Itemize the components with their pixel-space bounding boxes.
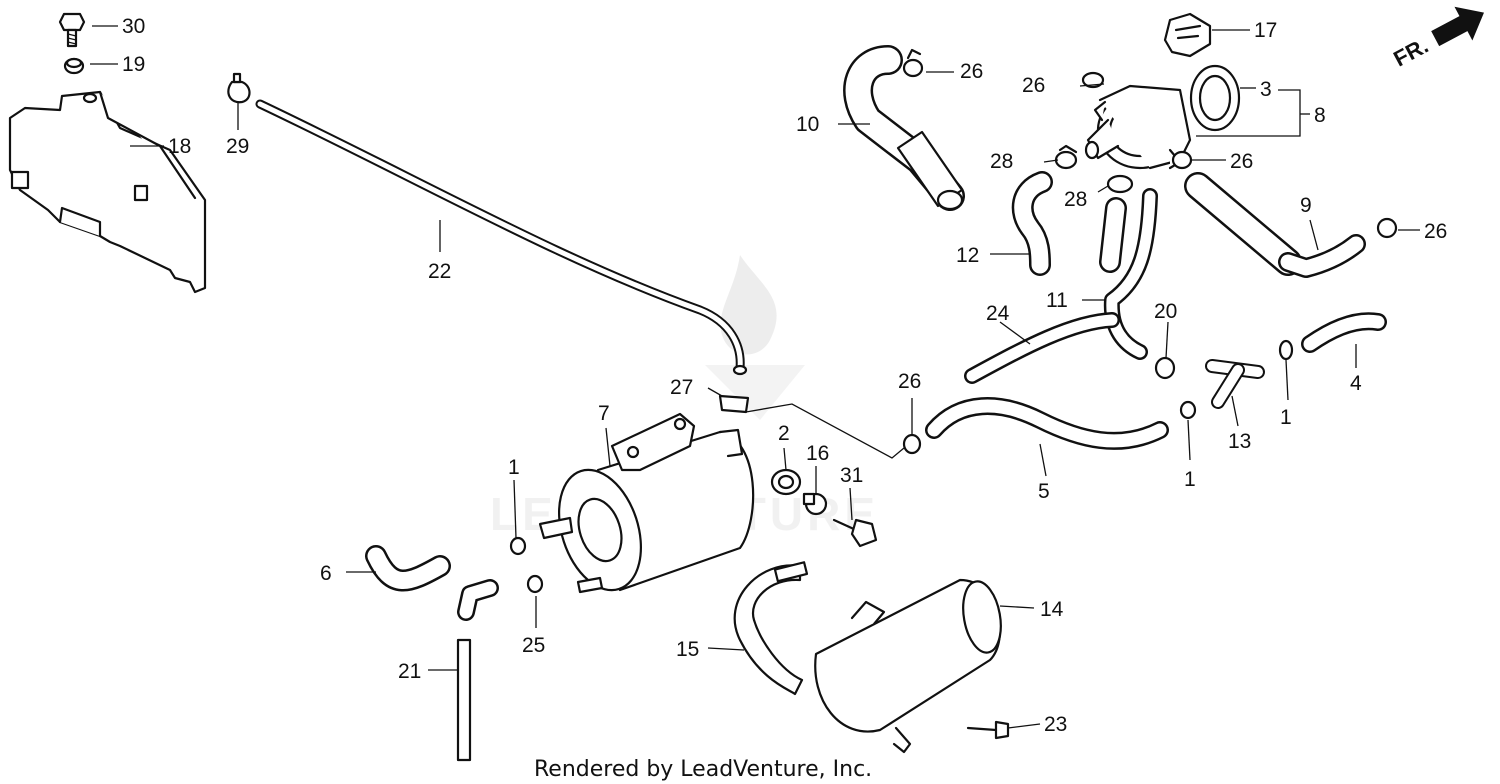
part-13-tee-fitting	[1205, 359, 1265, 409]
callout-26-c: 26	[1230, 150, 1253, 173]
part-10-hose	[843, 45, 965, 211]
part-14-muffler	[814, 578, 1002, 754]
part-7-canister	[538, 412, 755, 594]
part-1-clamp-b	[1179, 400, 1197, 420]
part-11-hose	[1099, 188, 1158, 360]
part-28-clamp-a	[1054, 144, 1078, 170]
part-28-clamp-b	[1106, 174, 1134, 194]
callout-23: 23	[1044, 713, 1067, 736]
callout-5: 5	[1038, 480, 1050, 503]
part-29-clamp	[227, 72, 251, 104]
part-4-hose	[1301, 312, 1387, 353]
part-2-grommet	[770, 468, 802, 496]
callout-1-b: 1	[1184, 468, 1196, 491]
part-26-clamp-e	[902, 433, 922, 455]
part-26-clamp-c	[1171, 150, 1193, 170]
callout-31: 31	[840, 464, 863, 487]
callout-6: 6	[320, 562, 332, 585]
part-26-clamp-b	[1081, 71, 1105, 89]
callout-8: 8	[1314, 104, 1326, 127]
part-1-clamp-c	[509, 536, 527, 556]
callout-11: 11	[1046, 289, 1068, 312]
front-direction-label: FR.	[1389, 33, 1432, 72]
callout-14: 14	[1040, 598, 1064, 621]
callout-26-e: 26	[898, 370, 921, 393]
callout-19: 19	[122, 53, 145, 76]
part-12-hose	[1011, 171, 1053, 276]
callout-26-d: 26	[1424, 220, 1447, 243]
part-1-clamp-a	[1278, 339, 1294, 361]
callout-27: 27	[670, 376, 693, 399]
callout-7: 7	[598, 402, 610, 425]
part-18-cover-bracket	[8, 90, 207, 294]
callout-10: 10	[796, 113, 819, 136]
part-20-clamp	[1154, 356, 1176, 380]
callout-15: 15	[676, 638, 699, 661]
leader-lines	[90, 25, 1420, 729]
callout-29: 29	[226, 135, 249, 158]
part-9-hose	[1184, 172, 1366, 278]
part-24-hose	[964, 312, 1120, 384]
part-15-strap	[733, 561, 809, 696]
front-direction-arrow: FR.	[1389, 6, 1484, 72]
callout-16: 16	[806, 442, 829, 465]
part-6-hose	[365, 545, 451, 592]
callout-13: 13	[1228, 430, 1251, 453]
part-25-clamp	[526, 574, 544, 594]
callout-labels: 30 19 18 29 22 26 10 17 26 3 8 28 26 28 …	[122, 15, 1447, 736]
part-31-bolt	[832, 518, 878, 548]
part-26-clamp-a	[902, 48, 924, 78]
part-22-long-hose	[255, 99, 748, 376]
callout-22: 22	[428, 260, 451, 283]
callout-28-a: 28	[990, 150, 1013, 173]
part-26-clamp-d	[1376, 217, 1398, 239]
callout-4: 4	[1350, 372, 1362, 395]
callout-2: 2	[778, 422, 790, 445]
callout-24: 24	[986, 302, 1010, 325]
callout-21: 21	[398, 660, 421, 683]
part-3-gasket-ring	[1189, 64, 1241, 132]
callout-3: 3	[1260, 78, 1272, 101]
callout-9: 9	[1300, 194, 1312, 217]
callout-12: 12	[956, 244, 979, 267]
part-16-collar	[802, 492, 828, 516]
callout-25: 25	[522, 634, 545, 657]
part-17-bracket	[1163, 12, 1212, 58]
callout-26-a: 26	[960, 60, 983, 83]
callout-26-b: 26	[1022, 74, 1045, 97]
callout-18: 18	[168, 135, 191, 158]
callout-17: 17	[1254, 19, 1277, 42]
part-30-bolt	[58, 12, 86, 48]
part-27-clamp	[718, 394, 750, 414]
part-23-bolt	[966, 720, 1010, 740]
callout-28-b: 28	[1064, 188, 1087, 211]
callout-1-c: 1	[508, 456, 520, 479]
part-19-washer	[63, 57, 85, 75]
callout-30: 30	[122, 15, 145, 38]
part-5-hose	[925, 397, 1169, 450]
callout-20: 20	[1154, 300, 1177, 323]
footer-credit: Rendered by LeadVenture, Inc.	[534, 757, 872, 782]
part-21-elbow-tube	[456, 579, 499, 762]
callout-1-a: 1	[1280, 406, 1292, 429]
